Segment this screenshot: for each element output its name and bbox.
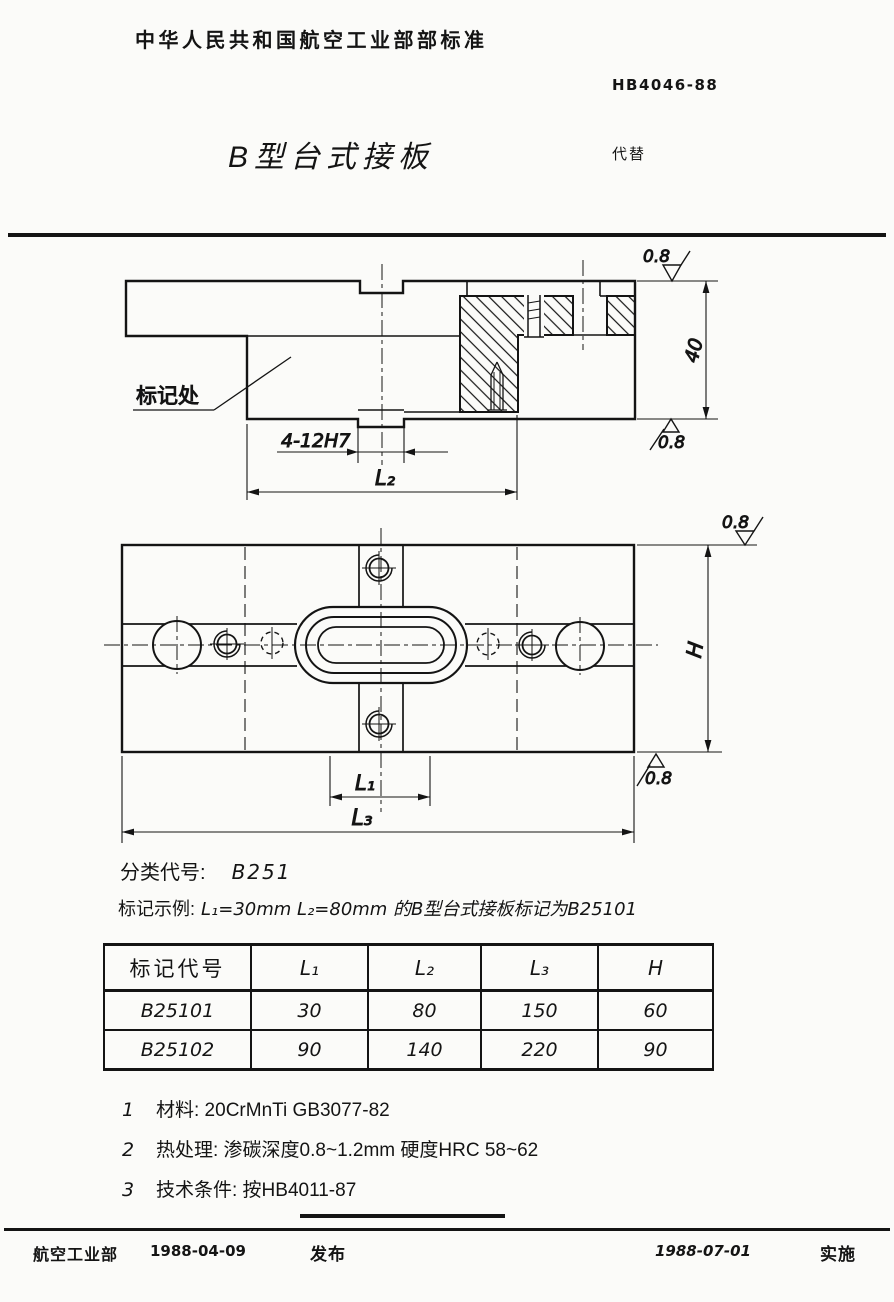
note-item: 1 材料: 20CrMnTi GB3077-82 [122, 1095, 390, 1122]
table-cell: 220 [480, 1029, 599, 1071]
surface-finish-bottom-value: 0.8 [658, 433, 685, 453]
surface-finish-icon [661, 250, 691, 283]
dim-40-label: 40 [680, 336, 708, 365]
surface-finish-icon [649, 417, 681, 451]
col-header: H [597, 943, 714, 992]
dim-l3-label: L₃ [351, 806, 372, 831]
hatched-body [459, 295, 574, 413]
surface-finish-top-value: 0.8 [722, 513, 749, 533]
authority-line: 中华人民共和国航空工业部部标准 [135, 30, 488, 52]
set-screw-detail [487, 361, 507, 411]
table-cell: 90 [597, 1029, 714, 1071]
footer-effective-label: 实施 [820, 1245, 856, 1264]
table-cell: 30 [250, 989, 369, 1031]
col-header: L₃ [480, 943, 599, 992]
hidden-screw-symbol [476, 628, 500, 660]
col-header: L₁ [250, 943, 369, 992]
col-header: 标记代号 [103, 943, 252, 992]
technical-drawing: 标记处 4-12H7 L₂ 40 [104, 247, 764, 843]
marking-example-line: 标记示例:L₁=30mm L₂=80mm 的B型台式接板标记为B25101 [118, 895, 637, 921]
footer-issue-date: 1988-04-09 [150, 1242, 246, 1260]
footer-separator-rule [4, 1228, 890, 1231]
table-cell: B25101 [103, 989, 252, 1031]
screw-hole-symbol [210, 628, 244, 660]
dim-l2-label: L₂ [375, 466, 396, 490]
surface-finish-bottom-value: 0.8 [645, 769, 672, 789]
table-cell: B25102 [103, 1029, 252, 1071]
header-separator-rule [8, 233, 886, 237]
leader-line [213, 356, 292, 411]
replaces-label: 代替 [612, 146, 647, 163]
hatched-body [606, 295, 636, 336]
classification-line: 分类代号: B251 [120, 856, 291, 885]
surface-finish-icon [636, 752, 666, 787]
note-item: 2 热处理: 渗碳深度0.8~1.2mm 硬度HRC 58~62 [122, 1135, 538, 1162]
table-header-row: 标记代号 L₁ L₂ L₃ H [103, 943, 714, 992]
table-cell: 140 [367, 1029, 482, 1071]
footer-publish-label: 发布 [310, 1245, 346, 1264]
footer-issuer: 航空工业部 [33, 1247, 119, 1264]
page-title: B型台式接板 [228, 141, 435, 174]
note-text: 技术条件: 按HB4011-87 [156, 1180, 357, 1201]
note-item: 3 技术条件: 按HB4011-87 [122, 1175, 356, 1202]
mark-location-label: 标记处 [136, 385, 199, 408]
screw-hole-symbol [362, 707, 396, 741]
note-text: 材料: 20CrMnTi GB3077-82 [156, 1100, 390, 1121]
marking-example-label: 标记示例: [118, 899, 196, 919]
surface-finish-icon [734, 516, 764, 547]
note-number: 1 [122, 1099, 135, 1121]
table-cell: 150 [480, 989, 599, 1031]
classification-value: B251 [231, 860, 292, 884]
table-cell: 80 [367, 989, 482, 1031]
col-header: L₂ [367, 943, 482, 992]
table-cell: 90 [250, 1029, 369, 1071]
note-number: 2 [122, 1139, 135, 1161]
dim-h-label: H [682, 640, 708, 660]
classification-label: 分类代号: [120, 862, 206, 884]
note-text: 热处理: 渗碳深度0.8~1.2mm 硬度HRC 58~62 [156, 1140, 539, 1161]
spec-table: 标记代号 L₁ L₂ L₃ H B25101 30 80 150 60 B251… [103, 943, 714, 1071]
dim-l1-label: L₁ [355, 771, 375, 795]
section-outline [124, 279, 637, 429]
plan-outline [120, 543, 636, 754]
standard-number: HB4046-88 [612, 76, 719, 94]
screw-hole-symbol [362, 551, 396, 585]
footer-effective-date: 1988-07-01 [655, 1242, 751, 1260]
plan-view-drawing: L₁ L₃ H 0.8 [104, 513, 764, 843]
marking-example-text: L₁=30mm L₂=80mm 的B型台式接板标记为B25101 [201, 899, 638, 920]
slot-dimension-label: 4-12H7 [281, 430, 351, 452]
note-number: 3 [122, 1179, 135, 1201]
table-cell: 60 [597, 989, 714, 1031]
table-row: B25102 90 140 220 90 [103, 1029, 714, 1071]
table-row: B25101 30 80 150 60 [103, 989, 714, 1031]
notes-underline-rule [300, 1214, 505, 1218]
section-view-drawing: 标记处 4-12H7 L₂ 40 [124, 247, 718, 500]
surface-finish-top-value: 0.8 [643, 247, 670, 267]
hidden-screw-symbol [260, 627, 284, 659]
